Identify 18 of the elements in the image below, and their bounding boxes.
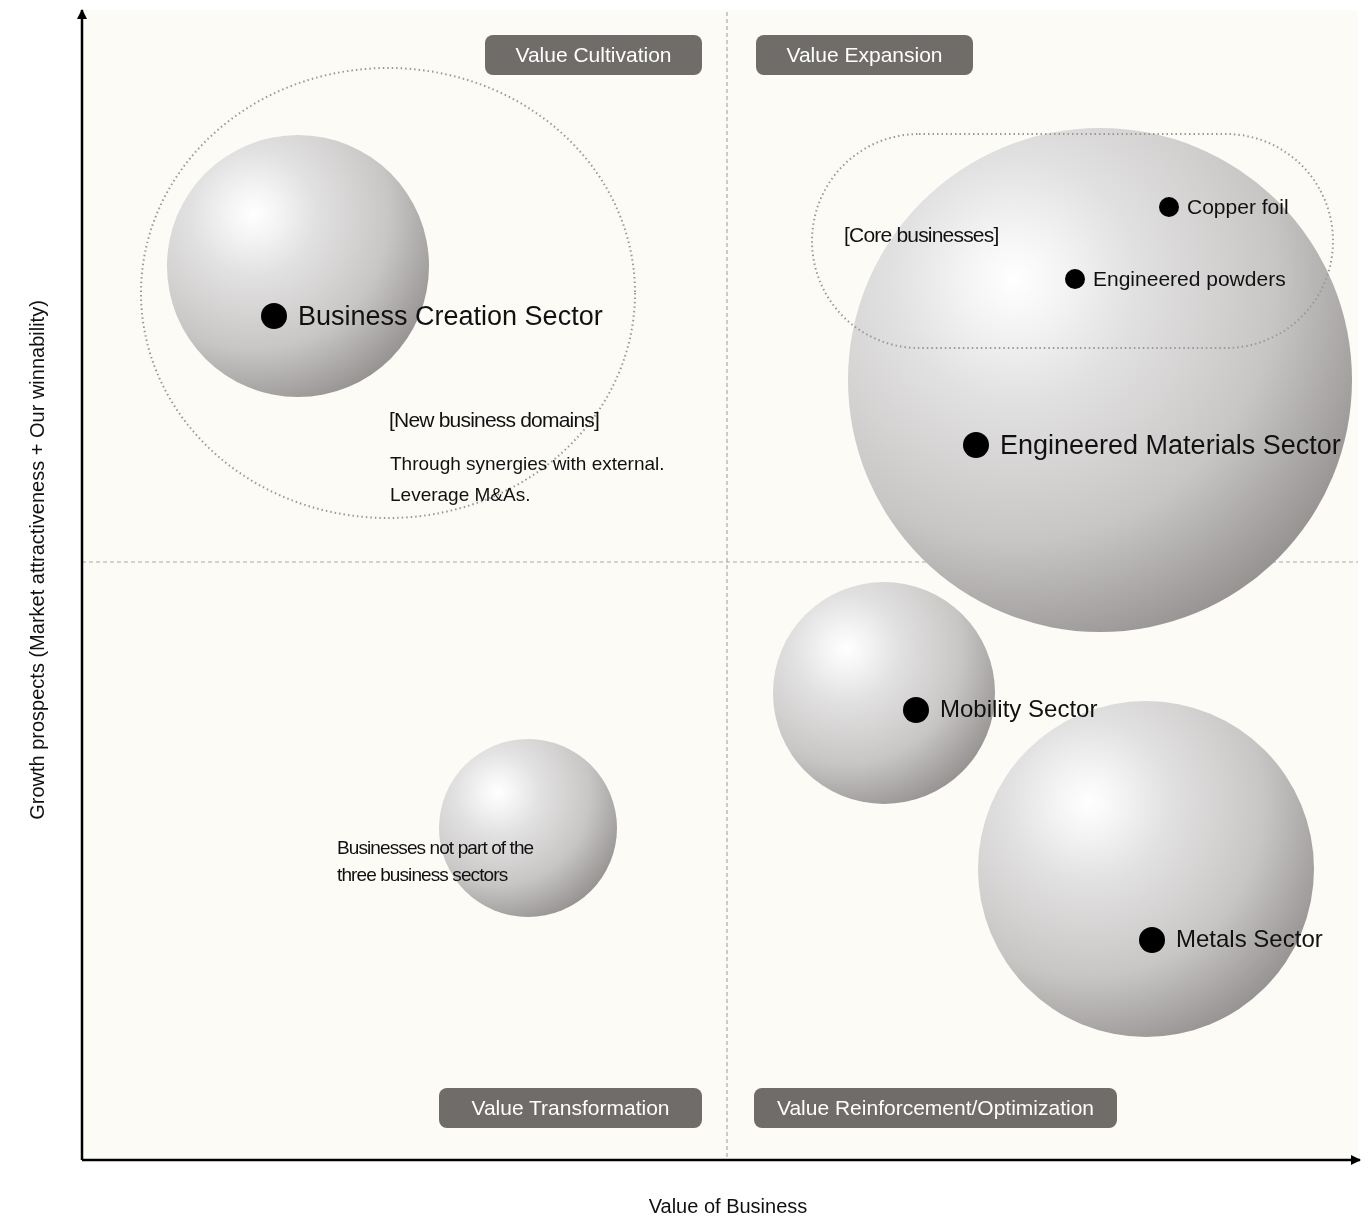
quadrant-tag: Value Reinforcement/Optimization [754,1088,1117,1128]
bubble-label: Mobility Sector [940,695,1098,724]
bubble-label: Metals Sector [1176,925,1323,954]
axis-title: Growth prospects (Market attractiveness + Our winnability) [25,300,49,820]
bubble-label: Businesses not part of the three business sectors [337,836,535,887]
bubble-label: Engineered Materials Sector [1000,429,1341,462]
region-note: Through synergies with external. Leverage M&As. [390,452,666,507]
quadrant-tag: Value Cultivation [485,35,702,75]
bubble-label: Business Creation Sector [298,300,603,333]
quadrant-tag: Value Expansion [756,35,973,75]
business-label: Copper foil [1187,194,1289,220]
sector-bubble [847,127,1353,633]
sector-bubble [335,738,619,918]
region-heading: [New business domains] [389,407,599,433]
quadrant-tag: Value Transformation [439,1088,702,1128]
region-heading: [Core businesses] [844,222,999,248]
axis-title: Value of Business [648,1194,808,1218]
business-label: Engineered powders [1093,266,1286,292]
